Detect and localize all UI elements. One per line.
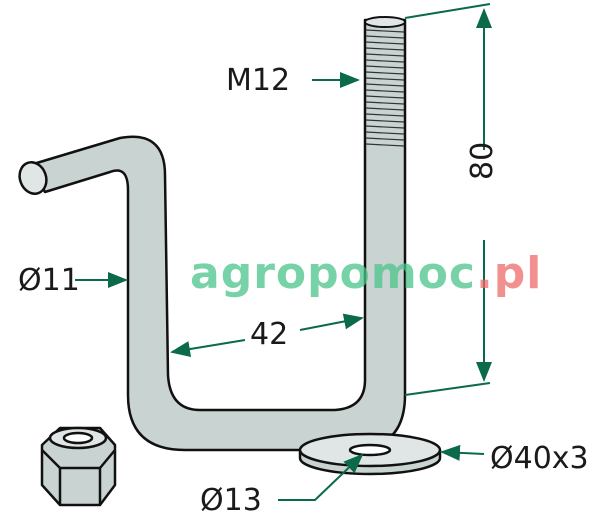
thread-line: [365, 95, 405, 99]
thread-line: [365, 83, 405, 87]
thread-line: [365, 137, 405, 141]
extension-line-bottom: [404, 382, 491, 396]
thread-line: [365, 113, 405, 117]
label-washer: Ø40x3: [490, 441, 589, 476]
thread-line: [365, 119, 405, 123]
thread-line: [365, 65, 405, 69]
u-bolt: [28, 18, 407, 452]
thread-line: [365, 35, 405, 39]
nut: [40, 426, 117, 507]
thread-line: [365, 59, 405, 63]
thread-line: [365, 125, 405, 129]
label-rod-diameter: Ø11: [18, 263, 80, 298]
label-washer-hole: Ø13: [200, 483, 262, 518]
thread-line: [365, 89, 405, 93]
arrow-d13: [278, 453, 364, 501]
thread-line: [365, 53, 405, 57]
thread-line: [365, 41, 405, 45]
extension-line-top: [404, 3, 491, 19]
washer: [298, 432, 442, 476]
watermark: agropomoc.pl: [190, 248, 543, 299]
label-thread: M12: [226, 63, 291, 98]
label-height: 80: [465, 141, 500, 180]
thread-line: [365, 29, 405, 33]
hook-end: [18, 161, 48, 195]
dim-42-right: [299, 313, 364, 331]
thread-line: [365, 131, 405, 135]
thread-line: [365, 47, 405, 51]
dim-42-left: [170, 339, 246, 357]
label-inner-width: 42: [250, 317, 289, 352]
thread-top: [364, 16, 406, 28]
thread-lines: /* placeholder */: [365, 29, 405, 147]
thread-line: [365, 71, 405, 75]
arrow-d40: [440, 444, 485, 461]
thread-line: [365, 143, 405, 147]
thread-line: [365, 107, 405, 111]
thread-line: [365, 101, 405, 105]
thread-line: [365, 77, 405, 81]
